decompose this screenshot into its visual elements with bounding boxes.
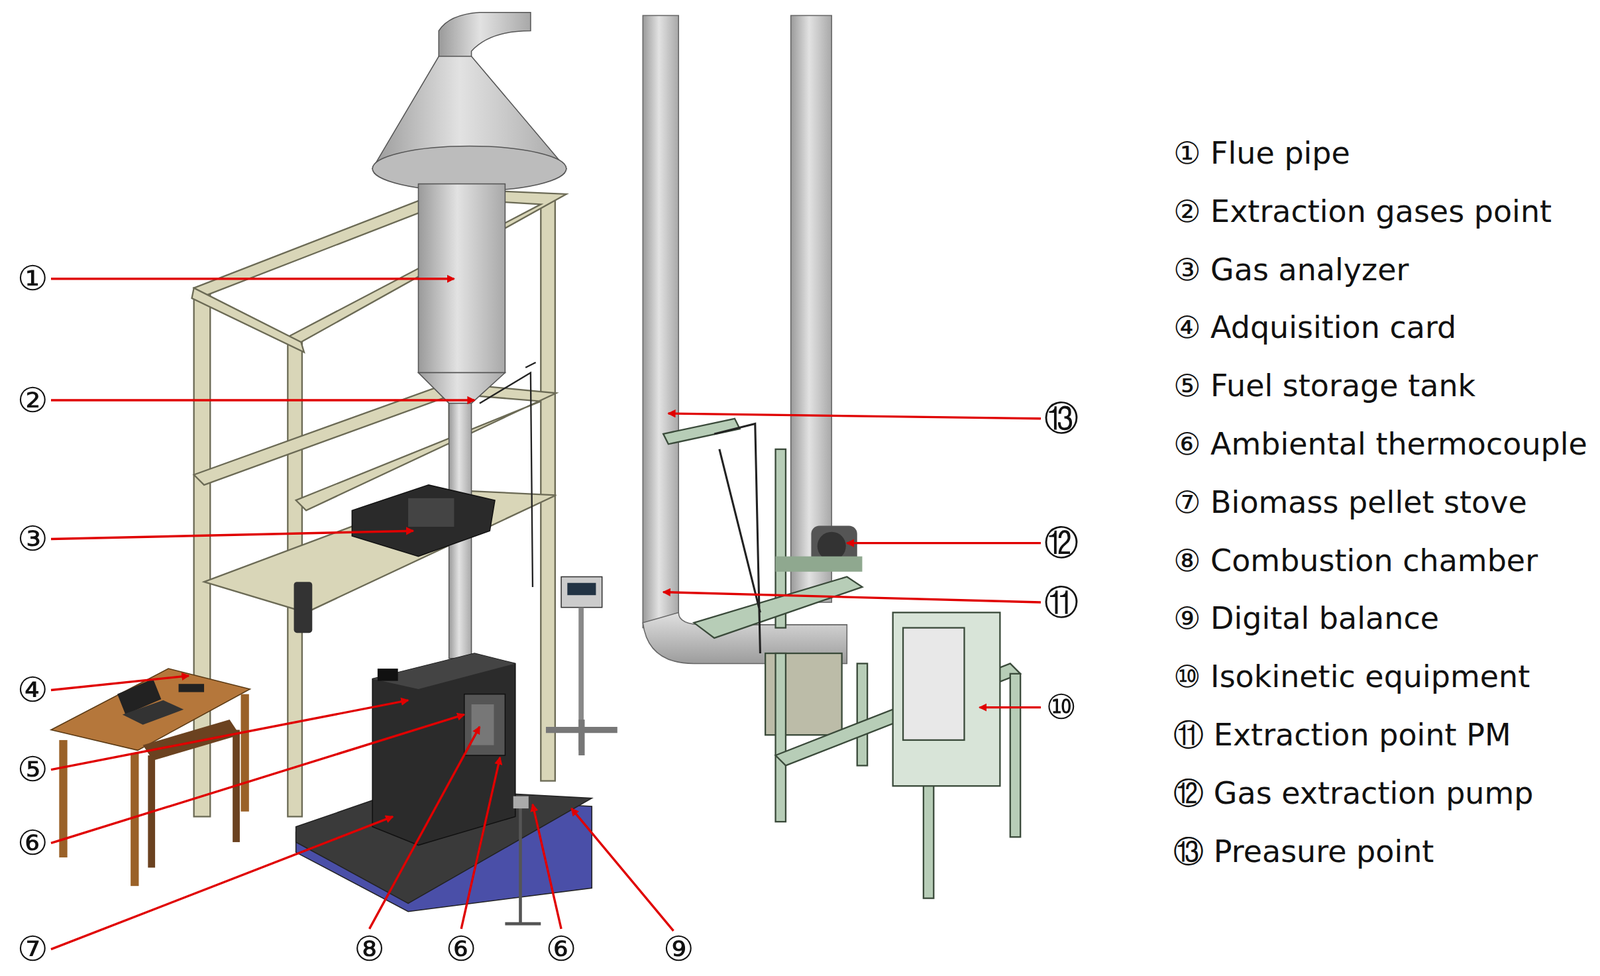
callout-number: ⑥: [545, 931, 578, 966]
callout-number: ⑨: [663, 931, 695, 966]
balance-display: [545, 576, 618, 756]
legend-text: ⑬ Preasure point: [1173, 836, 1434, 867]
legend-text: ① Flue pipe: [1173, 137, 1351, 169]
flue-pipe: [372, 12, 567, 659]
sampling-frame: [663, 418, 1021, 899]
callout-number: ⑥: [445, 931, 478, 966]
callout-number: ④: [17, 672, 49, 707]
leader-lines: [51, 278, 1041, 950]
legend-text: ⑫ Gas extraction pump: [1173, 777, 1534, 809]
legend-text: ⑥ Ambiental thermocouple: [1173, 428, 1588, 460]
gas-analyzer: [351, 484, 495, 557]
legend-text: ⑪ Extraction point PM: [1173, 719, 1511, 750]
pellet-stove: [372, 653, 516, 846]
callout-number: ③: [17, 521, 49, 556]
callout-number: ⑥: [17, 825, 49, 860]
callout-number: ⑧: [353, 931, 385, 966]
legend-text: ⑨ Digital balance: [1173, 602, 1440, 634]
callout-number: ⑫: [1044, 525, 1079, 560]
legend-text: ⑦ Biomass pellet stove: [1173, 486, 1528, 518]
callout-number: ①: [17, 261, 49, 296]
card-reader: [294, 581, 313, 633]
callout-number: ⑪: [1044, 585, 1079, 620]
extraction-pump: [775, 525, 863, 572]
callout-number: ⑤: [17, 751, 49, 787]
callout-number: ⑦: [17, 931, 49, 966]
legend-text: ③ Gas analyzer: [1173, 254, 1409, 285]
legend-text: ⑤ Fuel storage tank: [1173, 370, 1476, 401]
legend-text: ⑩ Isokinetic equipment: [1173, 661, 1530, 692]
legend-text: ④ Adquisition card: [1173, 312, 1457, 343]
legend-text: ⑧ Combustion chamber: [1173, 545, 1538, 576]
callout-number: ⑬: [1044, 400, 1079, 436]
callout-number: ⑩: [1045, 689, 1077, 725]
legend-text: ② Extraction gases point: [1173, 196, 1552, 227]
callout-number: ②: [17, 382, 49, 418]
desk: [51, 668, 250, 886]
